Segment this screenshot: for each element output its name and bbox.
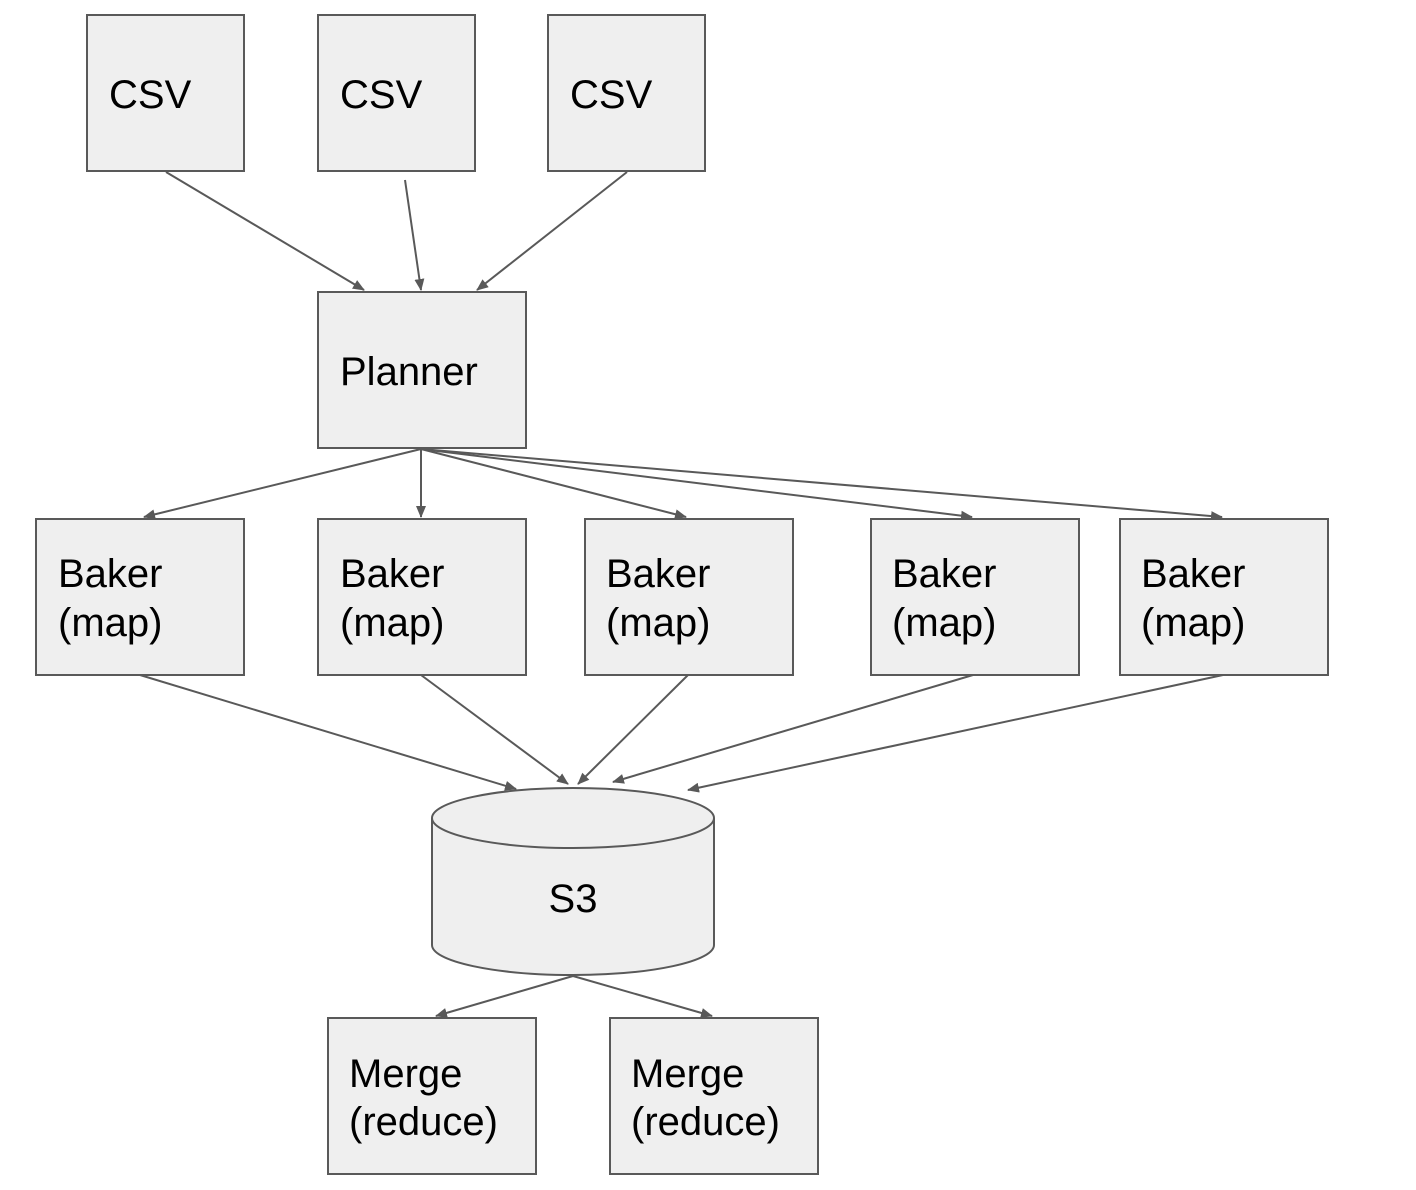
node-label-line-2: (reduce) [349, 1100, 498, 1144]
node-label-line-2: (map) [892, 601, 996, 645]
node-label: CSV [109, 73, 192, 117]
node-label-line-1: Baker [1141, 552, 1246, 596]
edge-csv1-planner [165, 171, 365, 291]
node-planner: Planner [317, 291, 527, 449]
edge-csv2-planner [404, 179, 425, 291]
node-label-line-1: Merge [349, 1052, 462, 1096]
edge-baker4-s3 [612, 674, 974, 784]
node-baker-4: Baker (map) [870, 518, 1080, 676]
node-label-line-2: (map) [58, 601, 162, 645]
edge-baker1-s3 [139, 674, 517, 791]
node-label-line-1: Baker [606, 552, 711, 596]
node-label-line-2: (map) [606, 601, 710, 645]
node-label-line-2: (map) [340, 601, 444, 645]
node-merge-1: Merge (reduce) [327, 1017, 537, 1175]
edge-s3-merge2 [572, 975, 713, 1018]
edge-planner-baker1 [143, 448, 422, 520]
node-label: CSV [570, 73, 653, 117]
node-label-line-2: (map) [1141, 601, 1245, 645]
edge-csv3-planner [476, 171, 628, 291]
edges [139, 171, 1224, 1018]
node-s3-database: S3 [431, 787, 715, 976]
edge-planner-baker5 [420, 448, 1223, 522]
edge-s3-merge1 [435, 975, 574, 1018]
node-baker-5: Baker (map) [1119, 518, 1329, 676]
node-merge-2: Merge (reduce) [609, 1017, 819, 1175]
node-label-line-1: Baker [58, 552, 163, 596]
node-label-line-1: Merge [631, 1052, 744, 1096]
node-label-line-1: Baker [340, 552, 445, 596]
edge-planner-baker4 [420, 448, 973, 521]
node-csv-3: CSV [547, 14, 706, 172]
node-label: S3 [549, 877, 598, 921]
node-label: CSV [340, 73, 423, 117]
node-csv-1: CSV [86, 14, 245, 172]
edge-baker2-s3 [420, 674, 569, 785]
node-csv-2: CSV [317, 14, 476, 172]
edge-baker3-s3 [577, 674, 689, 785]
edge-baker5-s3 [687, 674, 1224, 793]
node-baker-2: Baker (map) [317, 518, 527, 676]
node-label-line-2: (reduce) [631, 1100, 780, 1144]
node-label-line-1: Baker [892, 552, 997, 596]
node-baker-1: Baker (map) [35, 518, 245, 676]
node-label: Planner [340, 350, 478, 394]
node-baker-3: Baker (map) [584, 518, 794, 676]
edge-planner-baker3 [420, 448, 687, 520]
